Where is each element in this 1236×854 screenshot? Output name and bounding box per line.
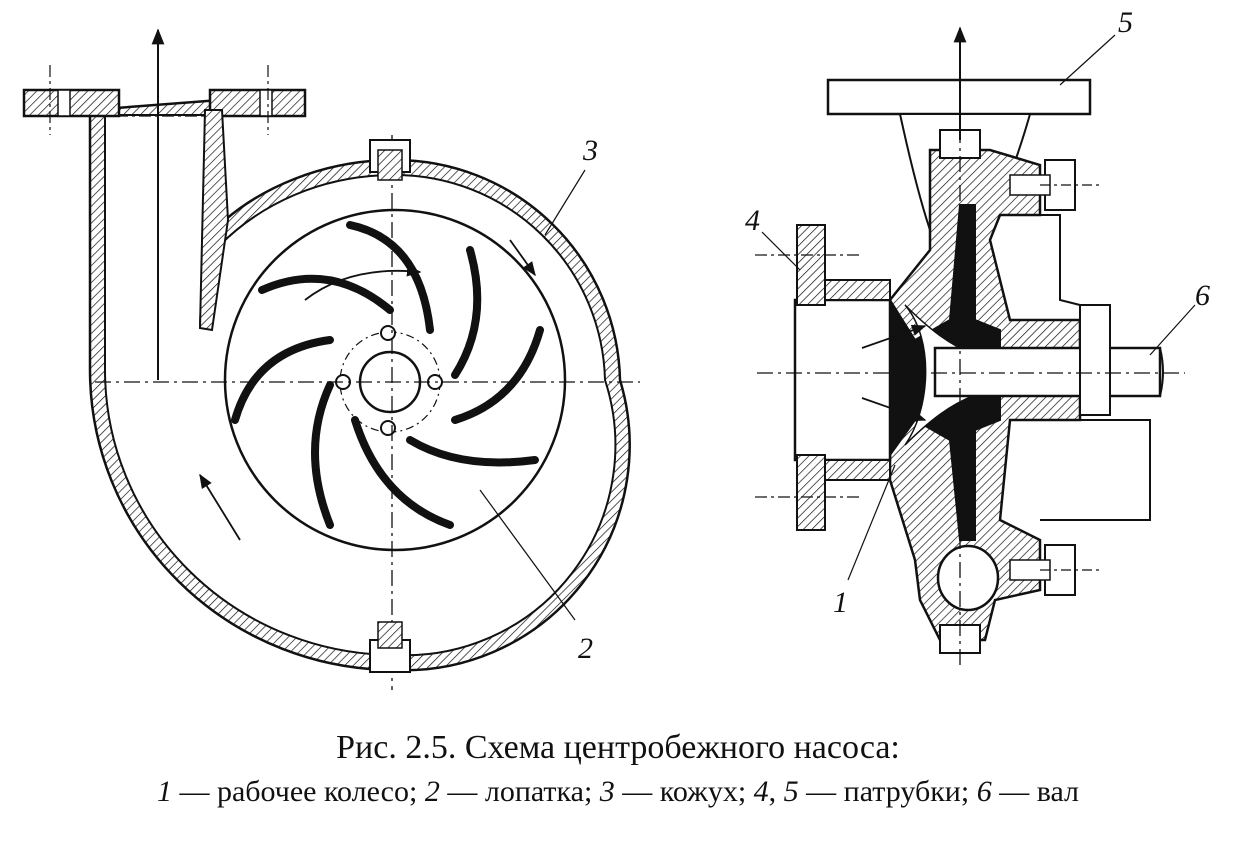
legend-num: 4 (753, 775, 769, 808)
legend-text: — кожух; (614, 775, 754, 808)
legend-text: — рабочее колесо; (171, 775, 425, 808)
shaft (933, 346, 1162, 398)
legend-num: 1 (156, 775, 172, 808)
volute-section-bulb (936, 544, 1000, 612)
pump-diagram: 3 2 (22, 6, 1210, 690)
figure-caption: Рис. 2.5. Схема центробежного насоса: 1 … (0, 726, 1236, 814)
legend-num: 6 (976, 775, 992, 808)
legend-text: — вал (991, 775, 1080, 808)
inlet-flange-top (796, 224, 826, 306)
label-shaft: 6 (1195, 279, 1210, 312)
label-inlet-nozzle: 4 (745, 204, 760, 237)
caption-title: Рис. 2.5. Схема центробежного насоса: (336, 729, 900, 766)
legend-num: 3 (599, 775, 615, 808)
legend-text: — патрубки; (798, 775, 977, 808)
legend-num: 5 (783, 775, 799, 808)
inlet-flange-bottom (796, 454, 826, 531)
side-view: 5 4 6 1 (745, 6, 1210, 665)
label-outlet-nozzle: 5 (1118, 6, 1133, 39)
impeller-blades (231, 221, 544, 529)
inlet-nozzle (793, 298, 892, 462)
label-impeller: 1 (833, 586, 848, 619)
discharge-flange-left (22, 88, 121, 118)
caption-legend: 1 — рабочее колесо; 2 — лопатка; 3 — кож… (0, 770, 1236, 814)
legend-num: 2 (424, 775, 440, 808)
label-blade: 2 (578, 632, 593, 665)
volute-tongue (198, 109, 230, 332)
legend-text: — лопатка; (439, 775, 600, 808)
front-view: 3 2 (22, 28, 640, 690)
label-casing: 3 (582, 134, 598, 167)
legend-text: , (768, 775, 784, 808)
discharge-flange-right (208, 88, 307, 118)
